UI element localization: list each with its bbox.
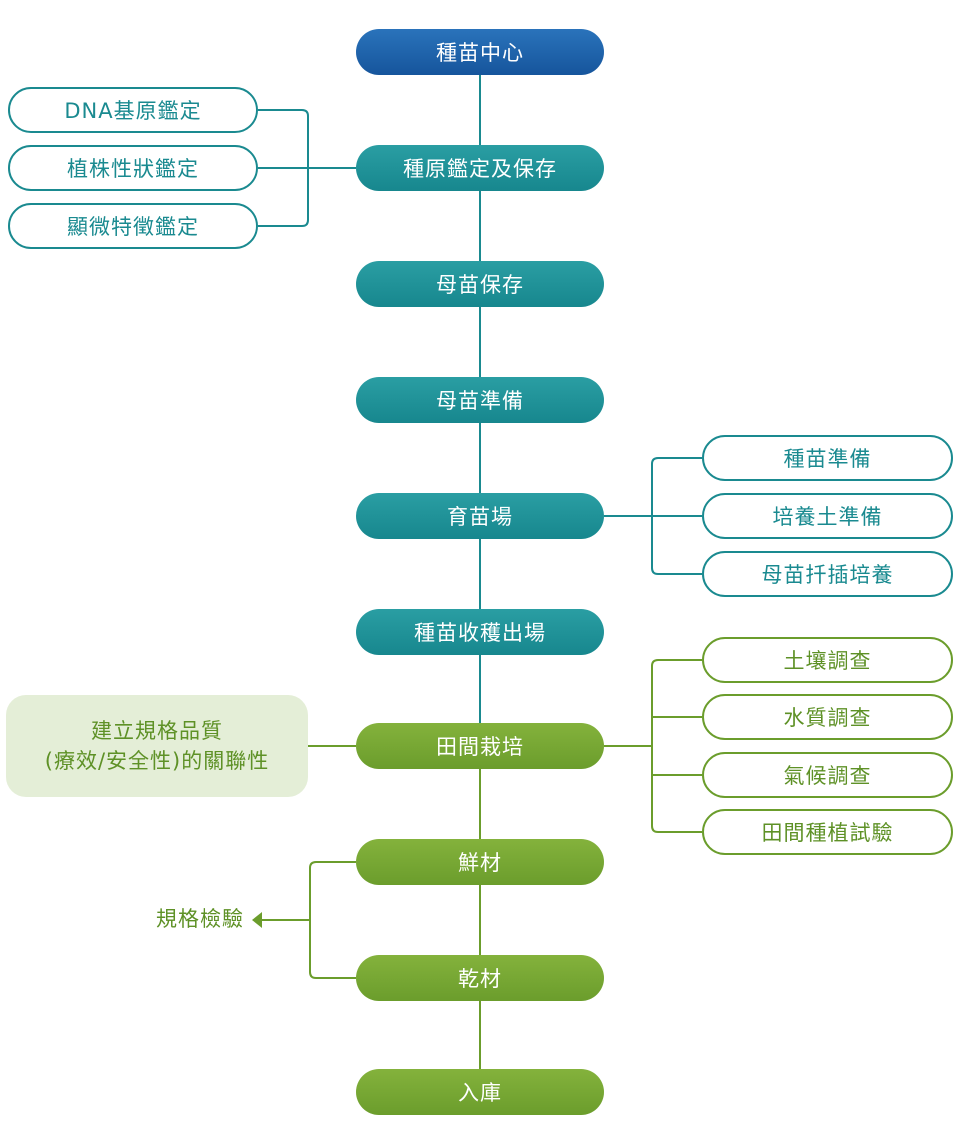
- node-mother-prepare: 母苗準備: [356, 377, 604, 423]
- quality-note: 建立規格品質 (療效/安全性)的關聯性: [6, 695, 308, 797]
- step-soil-prep: 培養土準備: [702, 493, 953, 539]
- node-field: 田間栽培: [356, 723, 604, 769]
- node-seed-center: 種苗中心: [356, 29, 604, 75]
- survey-climate: 氣候調查: [702, 752, 953, 798]
- inspection-arrow-icon: [252, 912, 262, 928]
- inspection-bracket: [262, 861, 356, 979]
- step-seedling-prep: 種苗準備: [702, 435, 953, 481]
- nursery-bracket: [604, 457, 702, 575]
- node-nursery: 育苗場: [356, 493, 604, 539]
- quality-note-line2: (療效/安全性)的關聯性: [44, 749, 270, 773]
- method-microscopic: 顯微特徵鑑定: [8, 203, 258, 249]
- step-cutting-culture: 母苗扦插培養: [702, 551, 953, 597]
- quality-note-line1: 建立規格品質: [91, 719, 223, 743]
- method-dna: DNA基原鑑定: [8, 87, 258, 133]
- survey-soil: 土壤調查: [702, 637, 953, 683]
- survey-water: 水質調查: [702, 694, 953, 740]
- field-bracket: [604, 659, 702, 833]
- germplasm-bracket: [258, 109, 356, 227]
- node-harvest-out: 種苗收穫出場: [356, 609, 604, 655]
- node-dried: 乾材: [356, 955, 604, 1001]
- node-mother-preserve: 母苗保存: [356, 261, 604, 307]
- survey-field-trial: 田間種植試驗: [702, 809, 953, 855]
- spec-inspection-label: 規格檢驗: [156, 907, 244, 931]
- node-storage: 入庫: [356, 1069, 604, 1115]
- node-germplasm: 種原鑑定及保存: [356, 145, 604, 191]
- node-fresh: 鮮材: [356, 839, 604, 885]
- method-plant-traits: 植株性狀鑑定: [8, 145, 258, 191]
